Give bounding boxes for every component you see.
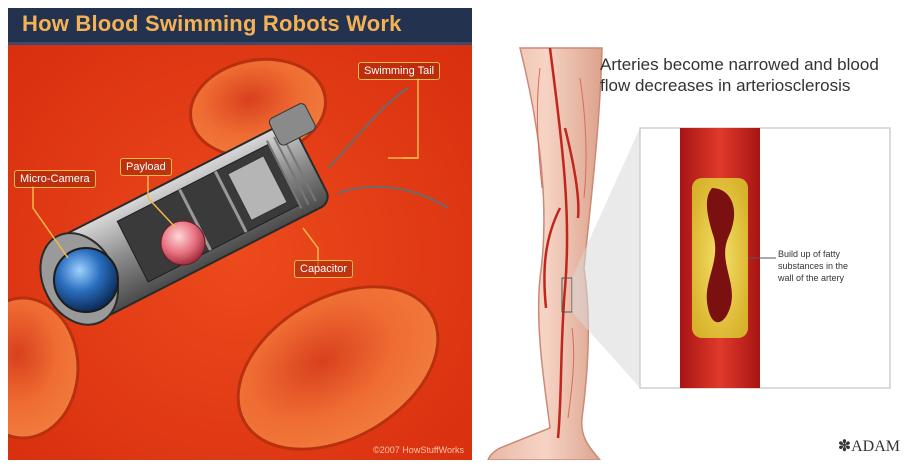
blood-robot-illustration: How Blood Swimming Robots Work Swimming … <box>8 8 472 460</box>
adam-logo: ✽ADAM <box>838 436 900 456</box>
fatty-buildup-label: Build up of fatty substances in the wall… <box>778 248 868 284</box>
title-bar: How Blood Swimming Robots Work <box>8 8 472 45</box>
inset-label-line-1: Build up of fatty <box>778 248 868 260</box>
label-micro-camera: Micro-Camera <box>14 170 96 188</box>
arteriosclerosis-caption: Arteries become narrowed and blood flow … <box>600 54 900 96</box>
copyright-notice: ©2007 HowStuffWorks <box>373 445 464 455</box>
payload-sphere <box>161 221 205 265</box>
inset-label-line-2: substances in the <box>778 260 868 272</box>
arteriosclerosis-illustration: Arteries become narrowed and blood flow … <box>480 8 910 460</box>
label-capacitor: Capacitor <box>294 260 353 278</box>
micro-camera-lens <box>54 248 118 312</box>
label-swimming-tail: Swimming Tail <box>358 62 440 80</box>
caption-line-1: Arteries become narrowed and blood <box>600 54 900 75</box>
caption-line-2: flow decreases in arteriosclerosis <box>600 75 900 96</box>
illustration-title: How Blood Swimming Robots Work <box>22 11 402 37</box>
label-payload: Payload <box>120 158 172 176</box>
inset-label-line-3: wall of the artery <box>778 272 868 284</box>
brand-text: ADAM <box>851 438 900 455</box>
